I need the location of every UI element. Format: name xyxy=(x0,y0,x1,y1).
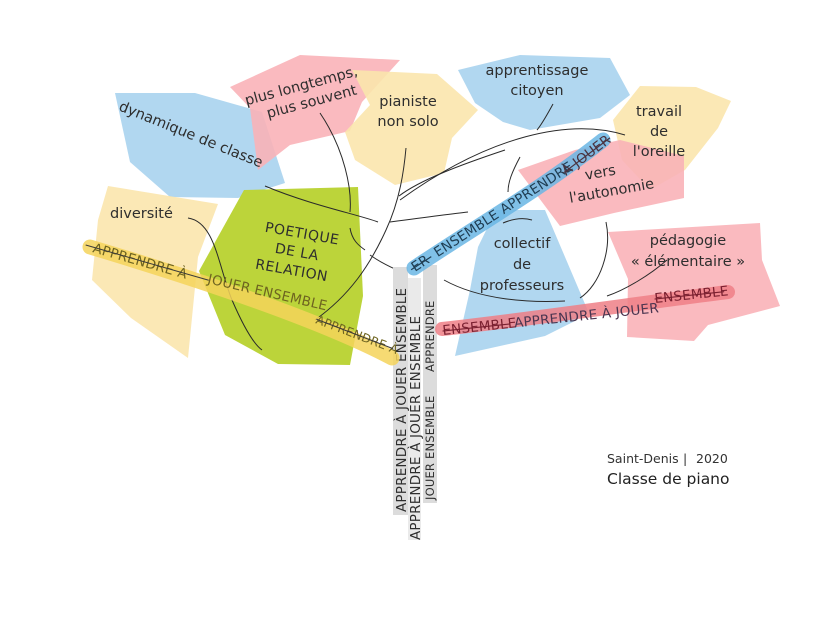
connector-dynamique-b xyxy=(389,211,469,223)
footer-title: Classe de piano xyxy=(607,470,730,488)
footer-year: 2020 xyxy=(696,451,728,466)
left-band-strike-a xyxy=(85,244,209,281)
label-vers-line1: vers xyxy=(584,163,617,184)
upper-band-strike-c xyxy=(563,137,611,174)
shape-pianiste-non-solo xyxy=(345,70,478,185)
label-diversite: diversité xyxy=(110,206,173,222)
shape-dynamique-de-classe xyxy=(115,93,285,198)
footer-location: Saint-Denis xyxy=(607,451,679,466)
shape-pedagogie xyxy=(608,223,780,341)
label-collectif-line3: professeurs xyxy=(480,278,564,294)
label-poetique-line2: DE LA xyxy=(274,241,320,264)
trunk-text-3a: JOUER ENSEMBLE xyxy=(423,396,437,502)
trunk-text-3b: APPRENDRE xyxy=(423,300,437,372)
connector-dynamique xyxy=(264,185,379,223)
right-band-strike-c xyxy=(654,291,725,300)
connector-collectif xyxy=(502,218,533,224)
upper-band-highlight xyxy=(406,132,611,276)
label-travail-line3: l'oreille xyxy=(633,144,686,160)
label-pedagogie-line2: « élémentaire » xyxy=(631,254,745,270)
label-collectif-line2: de xyxy=(513,257,531,273)
connector-apprentissage xyxy=(536,103,554,131)
connector-pianiste xyxy=(314,147,407,321)
upper-band-strike-a xyxy=(410,256,432,271)
trunk-band-2 xyxy=(408,278,421,540)
connector-plus-longtemps-b xyxy=(349,227,366,251)
label-apprentissage-line1: apprentissage xyxy=(486,63,589,79)
footer: Saint-Denis | 2020 Classe de piano xyxy=(607,451,730,488)
shape-plus-longtemps xyxy=(230,55,400,170)
trunk-text-1: APPRENDRE À JOUER ENSEMBLE xyxy=(393,288,410,512)
connector-autonomie xyxy=(579,221,609,299)
connector-plus-longtemps xyxy=(319,112,351,213)
trunk-text-2: APPRENDRE À JOUER ENSEMBLE xyxy=(407,316,424,540)
connector-travail xyxy=(399,128,626,201)
shape-apprentissage-citoyen xyxy=(458,55,630,130)
left-band-strike-c xyxy=(316,318,394,350)
connector-professeurs xyxy=(443,279,566,303)
connector-pianiste-b xyxy=(398,149,506,197)
label-pianiste-line2: non solo xyxy=(377,114,438,130)
trunk-band-3 xyxy=(423,265,437,503)
connector-apprentissage-b xyxy=(507,156,521,193)
trunk: APPRENDRE À JOUER ENSEMBLE APPRENDRE À J… xyxy=(393,265,437,540)
connector-pedagogie xyxy=(606,259,668,297)
shape-vers-autonomie xyxy=(518,140,684,226)
right-band-highlight xyxy=(435,285,735,336)
label-collectif-line1: collectif xyxy=(494,236,552,252)
label-pedagogie-line1: pédagogie xyxy=(650,233,727,249)
label-pianiste-line1: pianiste xyxy=(379,94,437,110)
trunk-band-1 xyxy=(393,267,408,515)
right-band-strike-a xyxy=(442,323,511,332)
left-band-highlight xyxy=(82,239,400,366)
label-travail-line2: de xyxy=(650,124,668,140)
footer-separator: | xyxy=(683,451,687,466)
label-travail-line1: travail xyxy=(636,104,682,120)
label-apprentissage-line2: citoyen xyxy=(510,83,563,99)
